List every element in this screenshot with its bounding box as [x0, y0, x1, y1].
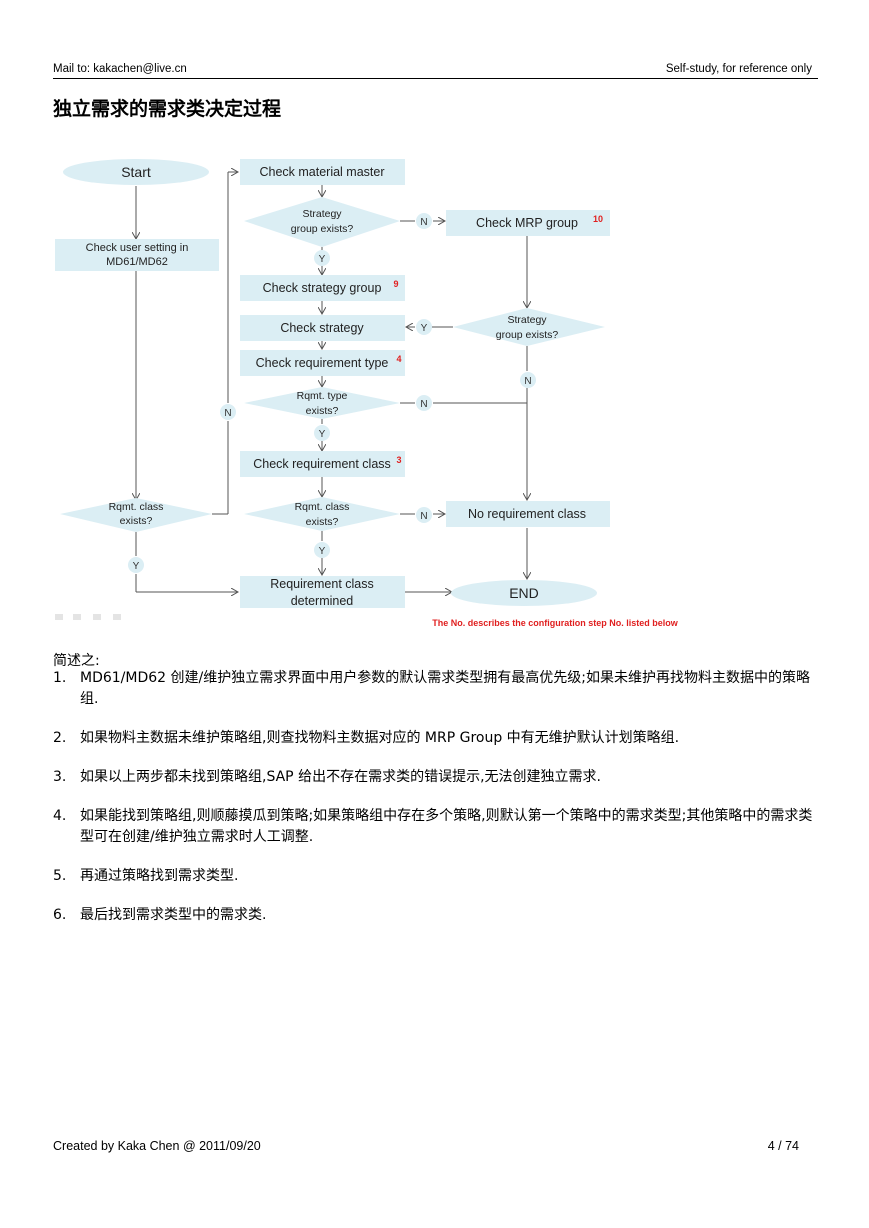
rqmt-class-mid-label-2: exists? — [306, 516, 339, 528]
rqmt-type-diamond — [244, 387, 400, 419]
rqmt-type-label-2: exists? — [306, 405, 339, 417]
check-user-label-2: MD61/MD62 — [106, 256, 168, 268]
check-material-box — [240, 159, 405, 185]
list-item: 6. 最后找到需求类型中的需求类. — [53, 905, 823, 926]
check-req-type-box — [240, 350, 405, 376]
list-item: 4. 如果能找到策略组,则顺藤摸瓜到策略;如果策略组中存在多个策略,则默认第一个策… — [53, 806, 823, 848]
page-number: 4 / 74 — [767, 1139, 799, 1153]
check-strategy-box — [240, 315, 405, 341]
summary-intro: 简述之: — [53, 653, 100, 669]
list-text: 再通过策略找到需求类型. — [80, 868, 239, 884]
start-label: Start — [121, 164, 151, 180]
yes-label: Y — [319, 546, 326, 557]
step-number-10: 10 — [593, 214, 603, 224]
list-text: MD61/MD62 创建/维护独立需求界面中用户参数的默认需求类型拥有最高优先级… — [80, 670, 810, 707]
check-req-type-label: Check requirement type — [256, 356, 389, 370]
yes-label: Y — [319, 254, 326, 265]
list-item: 2. 如果物料主数据未维护策略组,则查找物料主数据对应的 MRP Group 中有… — [53, 728, 823, 749]
no-label: N — [420, 399, 427, 410]
check-strategy-label: Check strategy — [280, 321, 364, 335]
step-number-4: 4 — [396, 354, 401, 364]
check-mrp-box — [446, 210, 610, 236]
start-ellipse — [63, 159, 209, 185]
yes-label: Y — [319, 429, 326, 440]
req-class-determined-label-1: Requirement class — [270, 577, 374, 591]
header-email: Mail to: kakachen@live.cn — [53, 63, 187, 75]
no-label: N — [420, 217, 427, 228]
end-label: END — [509, 585, 539, 601]
image-toolbar — [55, 614, 121, 620]
list-item: 1. MD61/MD62 创建/维护独立需求界面中用户参数的默认需求类型拥有最高优… — [53, 668, 823, 710]
rqmt-class-left-label-1: Rqmt. class — [109, 501, 164, 513]
header-divider — [53, 78, 818, 79]
check-material-label: Check material master — [259, 165, 384, 179]
decision-markers: Y N Y N N N Y N Y Y — [128, 213, 536, 573]
no-label: N — [524, 376, 531, 387]
yes-label: Y — [421, 323, 428, 334]
toolbar-icon — [73, 614, 81, 620]
list-number: 3. — [53, 769, 67, 785]
strategy-group-right-label-2: group exists? — [496, 329, 559, 341]
check-user-label-1: Check user setting in — [86, 242, 189, 254]
check-mrp-label: Check MRP group — [476, 216, 578, 230]
no-req-class-label: No requirement class — [468, 507, 586, 521]
rqmt-class-mid-diamond — [244, 497, 400, 531]
strategy-group-right-label-1: Strategy — [507, 314, 547, 326]
yes-label: Y — [133, 561, 140, 572]
check-req-class-label: Check requirement class — [253, 457, 391, 471]
list-text: 最后找到需求类型中的需求类. — [80, 907, 267, 923]
strategy-group-label-1: Strategy — [302, 208, 342, 220]
list-text: 如果能找到策略组,则顺藤摸瓜到策略;如果策略组中存在多个策略,则默认第一个策略中… — [80, 808, 813, 845]
list-number: 4. — [53, 808, 67, 824]
list-text: 如果物料主数据未维护策略组,则查找物料主数据对应的 MRP Group 中有无维… — [80, 730, 680, 746]
flowchart: Y N Y N N N Y N Y Y Start Check user set… — [55, 159, 679, 628]
toolbar-icon — [93, 614, 101, 620]
strategy-group-label-2: group exists? — [291, 223, 354, 235]
strategy-group-right-diamond — [453, 308, 605, 346]
check-user-box — [55, 239, 219, 271]
list-item: 3. 如果以上两步都未找到策略组,SAP 给出不存在需求类的错误提示,无法创建独立… — [53, 767, 823, 788]
toolbar-icon — [113, 614, 121, 620]
rqmt-type-label-1: Rqmt. type — [297, 390, 348, 402]
toolbar-icon — [55, 614, 63, 620]
list-number: 1. — [53, 670, 67, 686]
list-text: 如果以上两步都未找到策略组,SAP 给出不存在需求类的错误提示,无法创建独立需求… — [80, 769, 601, 785]
summary-list: 1. MD61/MD62 创建/维护独立需求界面中用户参数的默认需求类型拥有最高优… — [53, 668, 823, 944]
rqmt-class-mid-label-1: Rqmt. class — [295, 501, 350, 513]
strategy-group-diamond — [244, 197, 400, 247]
connectors — [136, 172, 527, 592]
page-title: 独立需求的需求类决定过程 — [53, 98, 282, 120]
check-req-class-box — [240, 451, 405, 477]
no-label: N — [420, 511, 427, 522]
no-req-class-box — [446, 501, 610, 527]
step-number-note: The No. describes the configuration step… — [432, 618, 679, 628]
req-class-determined-box — [240, 576, 405, 608]
no-label: N — [224, 408, 231, 419]
header-note: Self-study, for reference only — [665, 63, 812, 75]
list-number: 6. — [53, 907, 67, 923]
rqmt-class-left-diamond — [60, 498, 212, 532]
list-number: 2. — [53, 730, 67, 746]
step-number-3: 3 — [396, 455, 401, 465]
check-strategy-group-label: Check strategy group — [263, 281, 382, 295]
footer-author: Created by Kaka Chen @ 2011/09/20 — [53, 1139, 261, 1153]
list-item: 5. 再通过策略找到需求类型. — [53, 866, 823, 887]
req-class-determined-label-2: determined — [291, 594, 354, 608]
list-number: 5. — [53, 868, 67, 884]
step-number-9: 9 — [393, 279, 398, 289]
rqmt-class-left-label-2: exists? — [120, 515, 153, 527]
flow-shapes — [55, 159, 610, 608]
end-ellipse — [451, 580, 597, 606]
check-strategy-group-box — [240, 275, 405, 301]
